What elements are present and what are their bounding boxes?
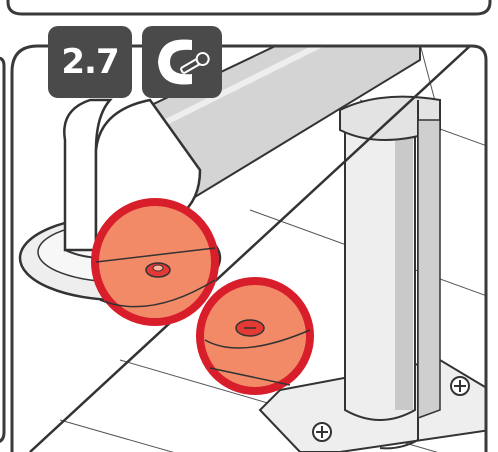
side-panel-frame — [0, 56, 6, 443]
vertical-post — [339, 95, 441, 450]
detail-divider — [29, 46, 471, 452]
highlight-circle-upper — [91, 198, 219, 326]
screw-head-lower — [235, 319, 265, 337]
previous-panel-frame — [6, 0, 492, 16]
highlight-circle-lower — [196, 277, 314, 395]
screw-head-upper — [145, 262, 171, 278]
step-number-badge: 2.7 — [48, 26, 132, 98]
panel-frame — [10, 44, 488, 452]
plate-screw-left — [312, 422, 332, 442]
plate-screw-right — [450, 376, 470, 396]
panel-content — [18, 46, 486, 452]
tool-badge — [142, 26, 222, 98]
wrench-c-clamp-icon — [158, 39, 210, 85]
